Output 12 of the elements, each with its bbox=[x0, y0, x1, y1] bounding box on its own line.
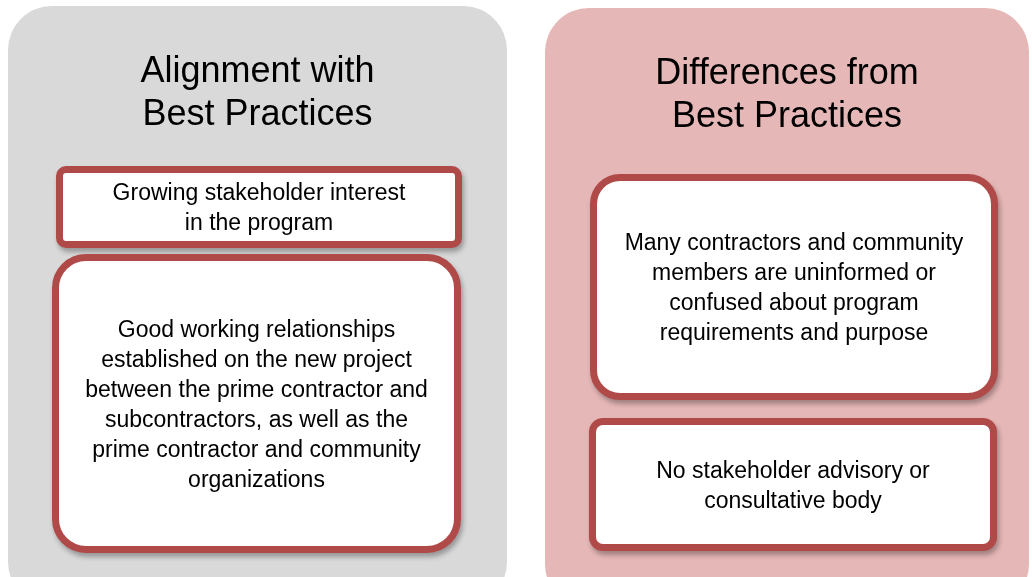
text-box bbox=[590, 174, 998, 400]
box-text: Growing stakeholder interest in the program bbox=[111, 178, 407, 237]
box-text: Good working relationships established on the new project between the prime contractor and subcontractors, as well as the prime contractor and community organizations bbox=[85, 314, 428, 494]
text-box bbox=[56, 166, 462, 248]
panel-heading: Alignment with Best Practices bbox=[139, 48, 376, 134]
text-box bbox=[589, 418, 997, 551]
box-text: No stakeholder advisory or consultative body bbox=[655, 455, 931, 515]
text-box bbox=[52, 254, 461, 553]
panel-background bbox=[8, 6, 507, 577]
panel-heading: Differences from Best Practices bbox=[654, 50, 920, 136]
box-text: Many contractors and community members are uninformed or confused about program requirements and purpose bbox=[623, 228, 965, 347]
panel-background bbox=[545, 8, 1029, 577]
